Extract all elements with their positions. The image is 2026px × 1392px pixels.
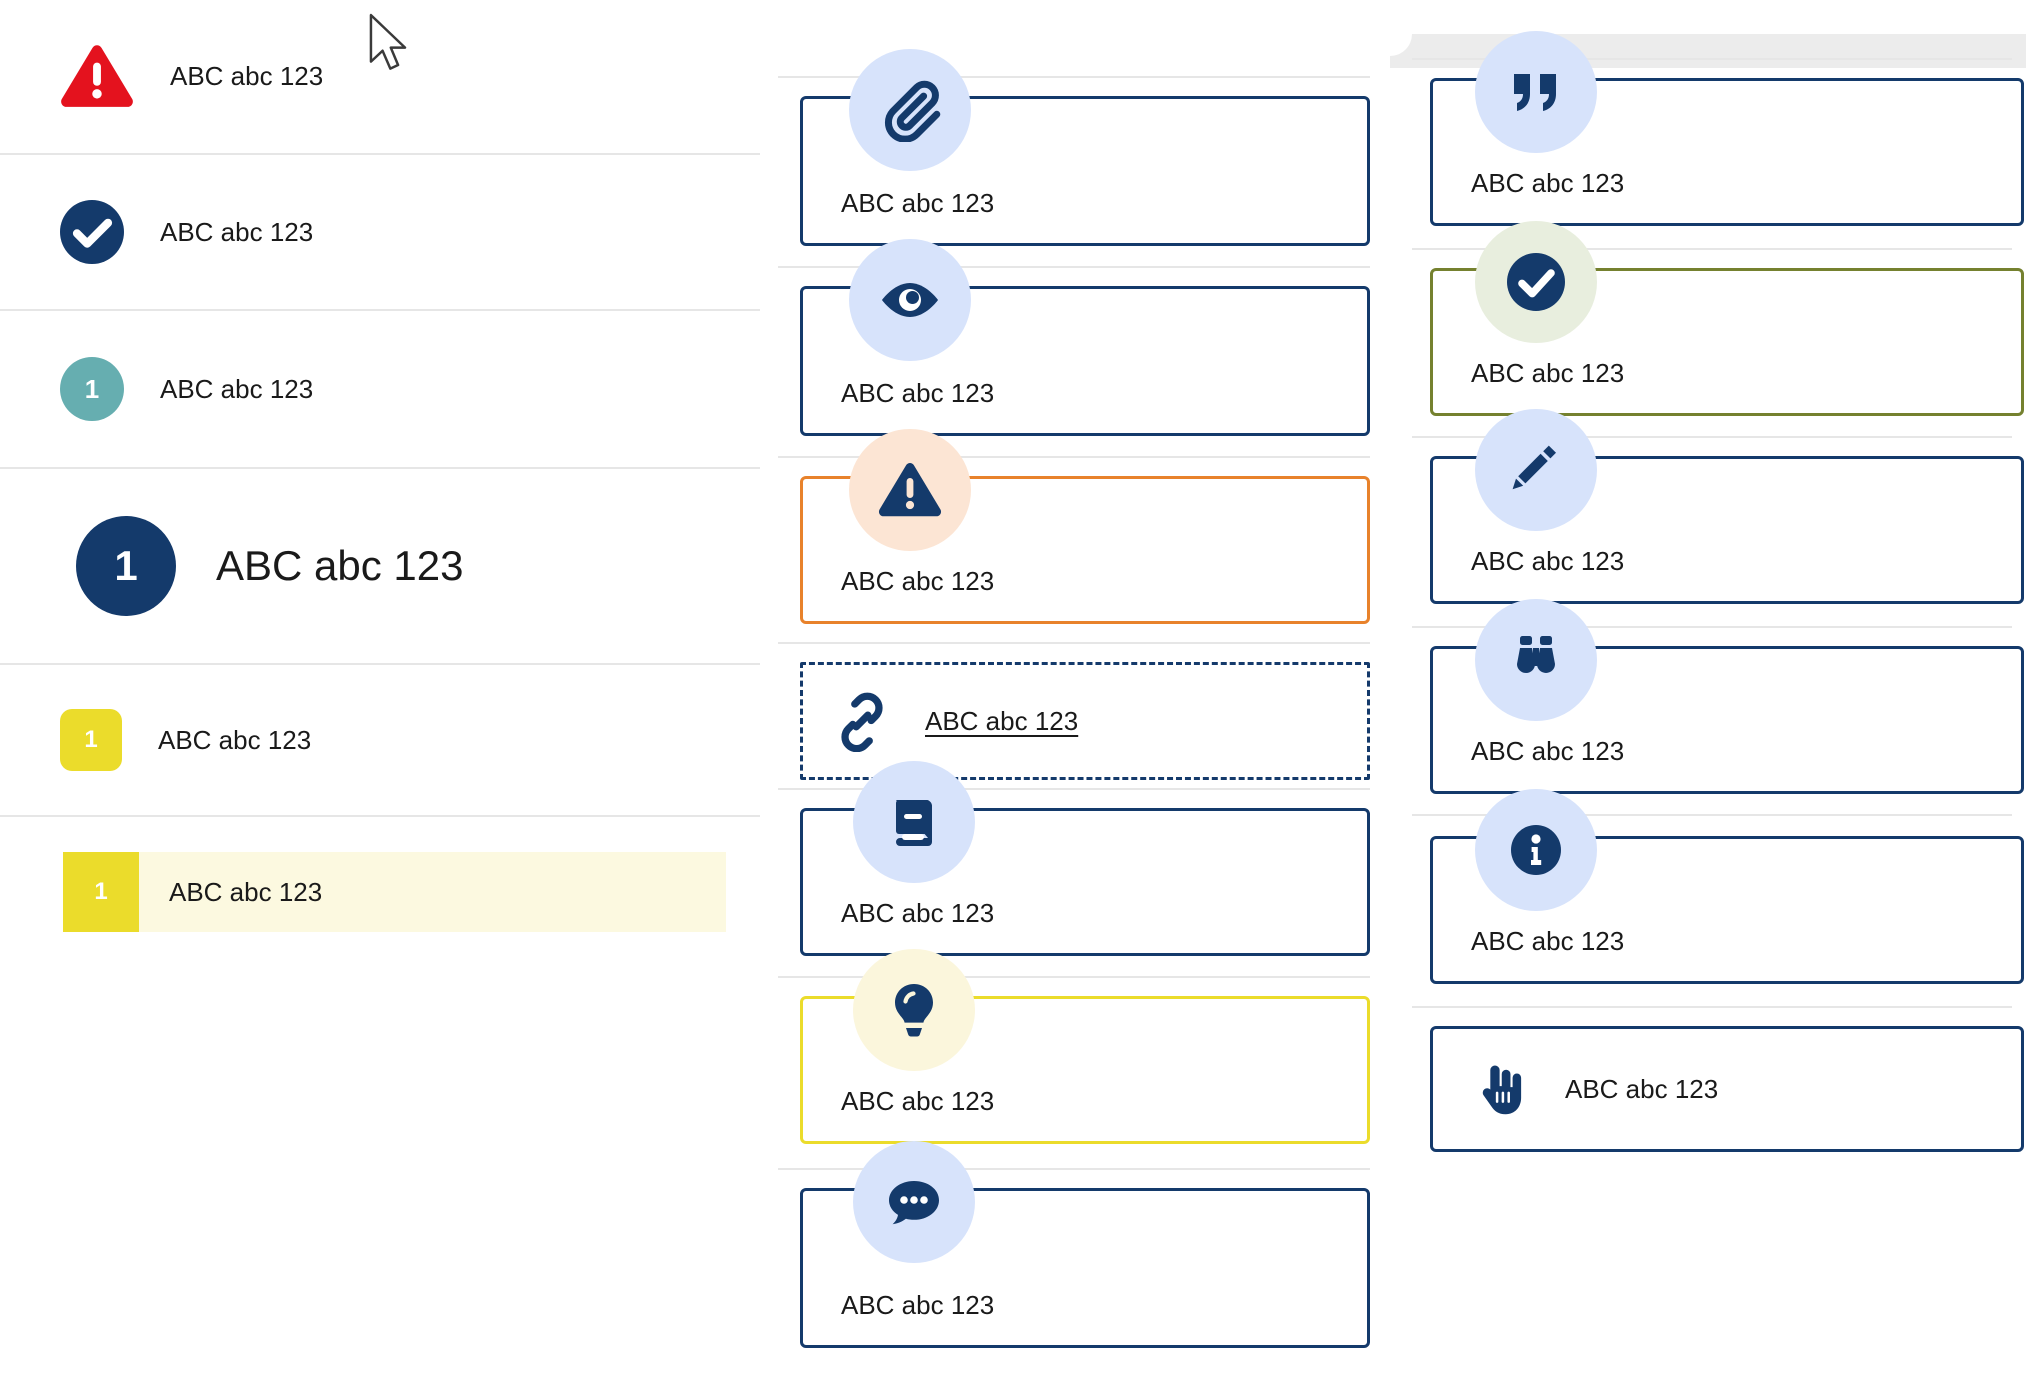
column-divider [778,788,1370,790]
alert-row-label: ABC abc 123 [169,876,323,907]
callout-card-label: ABC abc 123 [841,1290,995,1320]
alert-row-success[interactable]: ABC abc 123 [0,155,760,311]
warning-triangle-icon [60,43,134,110]
binoculars-icon [1475,599,1597,721]
callout-card-comment[interactable]: ABC abc 123 [800,1141,1370,1348]
alert-row-label: ABC abc 123 [160,216,314,247]
column-divider [1412,1006,2012,1008]
callout-card-label: ABC abc 123 [841,1086,995,1116]
alert-row-large[interactable]: 1 ABC abc 123 [0,469,760,665]
book-icon [853,761,975,883]
column-divider [1412,58,2012,60]
mouse-pointer-icon [366,12,410,74]
alert-row-critical[interactable]: ABC abc 123 [0,0,760,155]
alert-row-label: ABC abc 123 [158,724,312,755]
number-badge-value: 1 [94,878,108,905]
column-divider [1412,814,2012,816]
callout-card-tip[interactable]: ABC abc 123 [800,949,1370,1144]
column-divider [778,76,1370,78]
callout-card-label: ABC abc 123 [1471,168,1625,198]
alert-row-yellow[interactable]: 1 ABC abc 123 [0,665,760,817]
number-badge-icon: 1 [60,709,122,771]
column-divider [778,976,1370,978]
hand-pointer-icon [1469,1058,1531,1120]
callout-card-label: ABC abc 123 [1471,358,1625,388]
number-badge-icon: 1 [63,852,139,932]
callout-card-attachment[interactable]: ABC abc 123 [800,49,1370,246]
column-divider [1412,436,2012,438]
callout-card-warning[interactable]: ABC abc 123 [800,429,1370,624]
column-divider [1412,626,2012,628]
column-divider [778,456,1370,458]
callout-card-label: ABC abc 123 [1565,1073,1719,1104]
link-icon [831,690,893,752]
callout-card-success[interactable]: ABC abc 123 [1430,221,2024,416]
alert-row-highlighted[interactable]: 1 ABC abc 123 [0,817,760,997]
callout-card-label: ABC abc 123 [841,188,995,218]
callout-card-info[interactable]: ABC abc 123 [1430,789,2024,984]
number-badge-value: 1 [114,542,138,589]
callout-card-link[interactable]: ABC abc 123 [800,662,1370,780]
number-badge-icon: 1 [60,357,124,421]
chat-bubble-icon [853,1141,975,1263]
callout-card-edit[interactable]: ABC abc 123 [1430,409,2024,604]
callout-card-quote[interactable]: ABC abc 123 [1430,31,2024,226]
quote-icon [1475,31,1597,153]
callout-card-label: ABC abc 123 [1471,926,1625,956]
number-badge-value: 1 [84,726,98,753]
warning-triangle-icon [849,429,971,551]
paperclip-icon [849,49,971,171]
callout-card-observe[interactable]: ABC abc 123 [1430,599,2024,794]
callout-card-visibility[interactable]: ABC abc 123 [800,239,1370,436]
pencil-icon [1475,409,1597,531]
column-divider [778,266,1370,268]
check-circle-icon [60,200,124,264]
info-circle-icon [1475,789,1597,911]
alert-row-label: ABC abc 123 [216,542,464,589]
callout-card-label: ABC abc 123 [841,898,995,928]
callout-card-label[interactable]: ABC abc 123 [925,705,1079,736]
callout-card-label: ABC abc 123 [841,566,995,596]
column-divider [778,1168,1370,1170]
callout-card-label: ABC abc 123 [1471,546,1625,576]
alert-list: ABC abc 123 ABC abc 123 1 ABC abc 123 1 [0,0,760,1392]
callout-card-label: ABC abc 123 [841,378,995,408]
check-circle-icon [1475,221,1597,343]
highlight-strip: 1 ABC abc 123 [63,852,726,932]
callout-card-action[interactable]: ABC abc 123 [1430,1026,2024,1152]
number-badge-value: 1 [84,373,100,404]
column-divider [1412,248,2012,250]
callout-card-reference[interactable]: ABC abc 123 [800,761,1370,956]
alert-row-label: ABC abc 123 [170,61,324,91]
alert-row-teal[interactable]: 1 ABC abc 123 [0,311,760,469]
alert-row-label: ABC abc 123 [160,373,314,404]
callout-card-label: ABC abc 123 [1471,736,1625,766]
number-badge-icon: 1 [76,516,176,616]
lightbulb-icon [853,949,975,1071]
eye-icon [849,239,971,361]
column-divider [778,642,1370,644]
